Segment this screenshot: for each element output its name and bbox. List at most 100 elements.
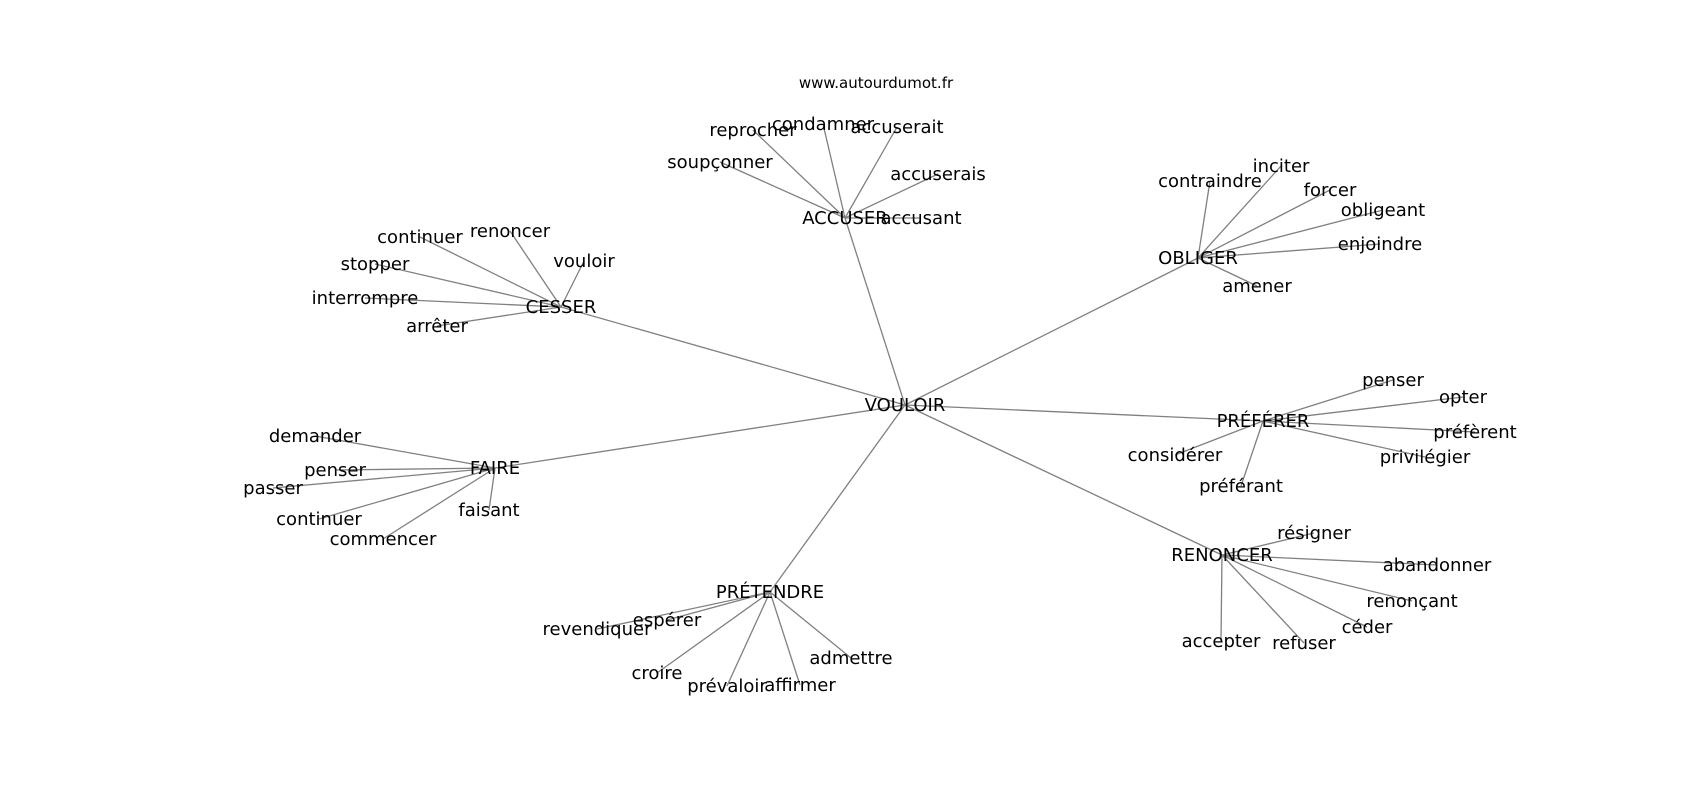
leaf-node-label: refuser xyxy=(1272,633,1336,654)
edge-hub-to-leaf xyxy=(1220,554,1223,642)
leaf-node-label: demander xyxy=(269,426,362,447)
leaf-node-label: continuer xyxy=(377,227,463,248)
edge-root-to-hub xyxy=(904,404,1264,422)
edge-hub-to-leaf xyxy=(314,435,496,469)
edge-hub-to-leaf xyxy=(822,123,846,219)
leaf-node-label: interrompre xyxy=(312,288,419,309)
edge-hub-to-leaf xyxy=(1262,379,1394,422)
edge-hub-to-leaf xyxy=(1197,165,1282,259)
hub-node-label: FAIRE xyxy=(470,458,520,479)
leaf-node-label: passer xyxy=(243,478,303,499)
edge-root-to-hub xyxy=(769,404,906,593)
leaf-node-label: affirmer xyxy=(764,675,836,696)
edge-hub-to-leaf xyxy=(752,129,846,219)
edge-hub-to-leaf xyxy=(769,591,852,659)
edge-hub-to-leaf xyxy=(1197,180,1211,259)
leaf-node-label: renonçant xyxy=(1366,591,1457,612)
leaf-node-label: amener xyxy=(1222,276,1292,297)
leaf-node-label: vouloir xyxy=(553,251,615,272)
edge-hub-to-leaf xyxy=(1221,554,1368,628)
leaf-node-label: croire xyxy=(632,663,683,684)
leaf-node-label: espérer xyxy=(633,610,702,631)
edge-hub-to-leaf xyxy=(1262,420,1426,458)
hub-node-label: ACCUSER xyxy=(802,208,888,229)
edge-hub-to-leaf xyxy=(560,260,585,308)
edge-hub-to-leaf xyxy=(1174,420,1264,456)
leaf-node-label: contraindre xyxy=(1158,171,1262,192)
edge-hub-to-leaf xyxy=(1240,420,1264,487)
edge-hub-to-leaf xyxy=(726,591,771,687)
edge-hub-to-leaf xyxy=(1221,554,1413,602)
edge-hub-to-leaf xyxy=(272,467,496,489)
edge-hub-to-leaf xyxy=(382,467,496,540)
edge-root-to-hub xyxy=(494,404,906,469)
edge-hub-to-leaf xyxy=(656,591,771,674)
hub-node-label: RENONCER xyxy=(1171,545,1272,566)
leaf-node-label: résigner xyxy=(1277,523,1351,544)
edge-hub-to-leaf xyxy=(596,591,771,630)
hub-node-label: PRÉTENDRE xyxy=(716,581,824,603)
edge-hub-to-leaf xyxy=(844,173,939,219)
leaf-node-label: céder xyxy=(1342,617,1393,638)
leaf-node-label: stopper xyxy=(341,254,410,275)
edge-root-to-hub xyxy=(844,217,906,406)
leaf-node-label: abandonner xyxy=(1383,555,1492,576)
edge-root-to-hub xyxy=(560,306,906,406)
edge-hub-to-leaf xyxy=(666,591,771,621)
leaf-node-label: soupçonner xyxy=(667,152,773,173)
leaf-node-label: considérer xyxy=(1128,445,1223,466)
edge-hub-to-leaf xyxy=(374,263,562,308)
leaf-node-label: accuserais xyxy=(890,164,986,185)
edge-hub-to-leaf xyxy=(769,591,801,686)
edge-hub-to-leaf xyxy=(436,306,562,327)
edge-hub-to-leaf xyxy=(419,236,562,308)
source-label: www.autourdumot.fr xyxy=(799,74,954,92)
root-node-label: VOULOIR xyxy=(865,395,946,416)
graph-edges xyxy=(272,123,1476,687)
edge-hub-to-leaf xyxy=(719,161,846,219)
leaf-node-label: inciter xyxy=(1253,156,1310,177)
hub-node-label: PRÉFÉRER xyxy=(1217,410,1310,432)
edge-hub-to-leaf xyxy=(364,297,562,308)
leaf-node-label: préférant xyxy=(1199,476,1283,497)
edge-hub-to-leaf xyxy=(1197,243,1381,259)
leaf-node-label: préfèrent xyxy=(1433,422,1516,443)
leaf-node-label: privilégier xyxy=(1380,447,1471,468)
edge-hub-to-leaf xyxy=(1262,396,1464,422)
leaf-node-label: faisant xyxy=(458,500,519,521)
edge-hub-to-leaf xyxy=(1197,257,1258,287)
leaf-node-label: accusant xyxy=(880,208,961,229)
leaf-node-label: renoncer xyxy=(470,221,551,242)
hub-node-label: OBLIGER xyxy=(1158,248,1238,269)
leaf-node-label: penser xyxy=(1362,370,1424,391)
leaf-node-label: opter xyxy=(1439,387,1488,408)
edge-hub-to-leaf xyxy=(1197,209,1384,259)
leaf-node-label: reprocher xyxy=(709,120,797,141)
leaf-node-label: continuer xyxy=(276,509,362,530)
leaf-node-label: penser xyxy=(304,460,366,481)
edge-hub-to-leaf xyxy=(334,467,496,471)
edge-hub-to-leaf xyxy=(488,467,496,511)
edge-hub-to-leaf xyxy=(509,230,562,308)
leaf-node-label: prévaloir xyxy=(687,676,767,697)
leaf-node-label: accepter xyxy=(1182,631,1261,652)
leaf-node-label: commencer xyxy=(330,529,437,550)
edge-hub-to-leaf xyxy=(844,126,898,219)
edge-hub-to-leaf xyxy=(318,467,496,520)
leaf-node-label: admettre xyxy=(809,648,892,669)
edge-hub-to-leaf xyxy=(1197,189,1331,259)
leaf-node-label: forcer xyxy=(1304,180,1357,201)
hub-node-label: CESSER xyxy=(526,297,597,318)
leaf-node-label: accuserait xyxy=(850,117,943,138)
edge-root-to-hub xyxy=(904,404,1223,556)
leaf-node-label: obligeant xyxy=(1341,200,1425,221)
leaf-node-label: condamner xyxy=(772,114,875,135)
leaf-node-label: arrêter xyxy=(406,316,468,337)
edge-hub-to-leaf xyxy=(1221,554,1305,644)
leaf-node-label: enjoindre xyxy=(1338,234,1422,255)
edge-hub-to-leaf xyxy=(1221,532,1315,556)
edge-hub-to-leaf xyxy=(1221,554,1438,566)
leaf-node-label: revendiquer xyxy=(543,619,653,640)
